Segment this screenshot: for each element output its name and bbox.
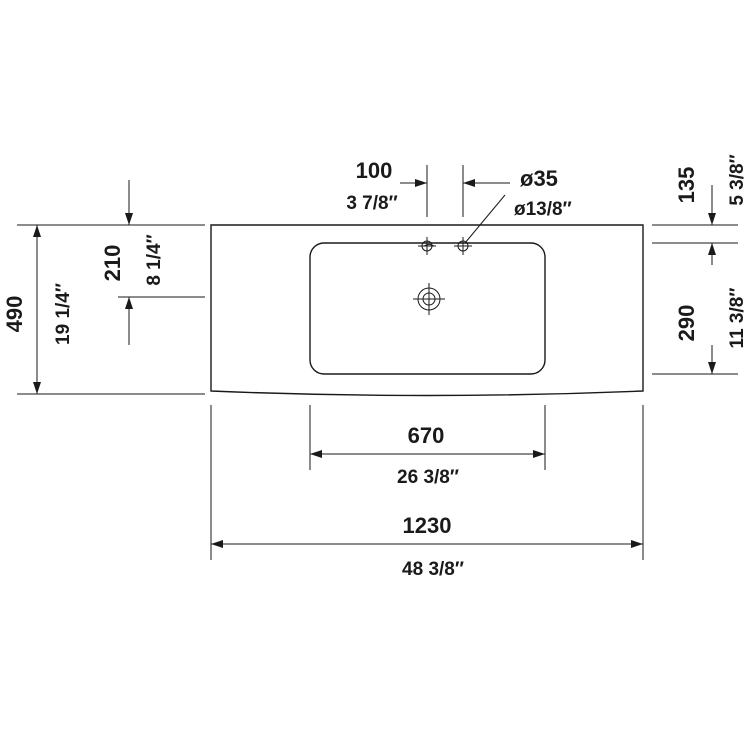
front-height-mm: 210 (100, 245, 125, 282)
dim-tap-hole-offset (400, 165, 510, 217)
dim-total-width (210, 405, 644, 560)
total-depth-mm: 490 (2, 296, 27, 333)
dim-front-height (118, 180, 205, 345)
bowl-depth-mm: 290 (674, 305, 699, 342)
dim-top-to-tap (652, 185, 738, 226)
dim-bowl-width (309, 405, 546, 470)
dim-bowl-depth (652, 242, 738, 375)
diameter-leader-line (464, 194, 506, 244)
bowl-depth-inch: 11 3/8″ (727, 288, 748, 349)
tap-diameter-inch: ø13/8″ (514, 199, 572, 220)
tap-offset-mm: 100 (356, 158, 393, 183)
total-width-inch: 48 3/8″ (402, 559, 464, 580)
total-width-mm: 1230 (403, 513, 452, 538)
tap-diameter-mm: ø35 (520, 166, 558, 191)
drain-icon (413, 283, 445, 315)
basin-bowl (309, 242, 546, 375)
tap-hole-left-icon (418, 237, 436, 255)
dim-total-depth (17, 224, 205, 395)
front-height-inch: 8 1/4″ (144, 234, 165, 285)
top-to-tap-inch: 5 3/8″ (727, 154, 748, 205)
top-to-tap-mm: 135 (674, 167, 699, 204)
bowl-width-mm: 670 (408, 423, 445, 448)
total-depth-inch: 19 1/4″ (53, 283, 74, 345)
tap-hole-right-icon (454, 237, 472, 255)
bowl-width-inch: 26 3/8″ (397, 467, 459, 488)
tap-offset-inch: 3 7/8″ (346, 193, 397, 214)
